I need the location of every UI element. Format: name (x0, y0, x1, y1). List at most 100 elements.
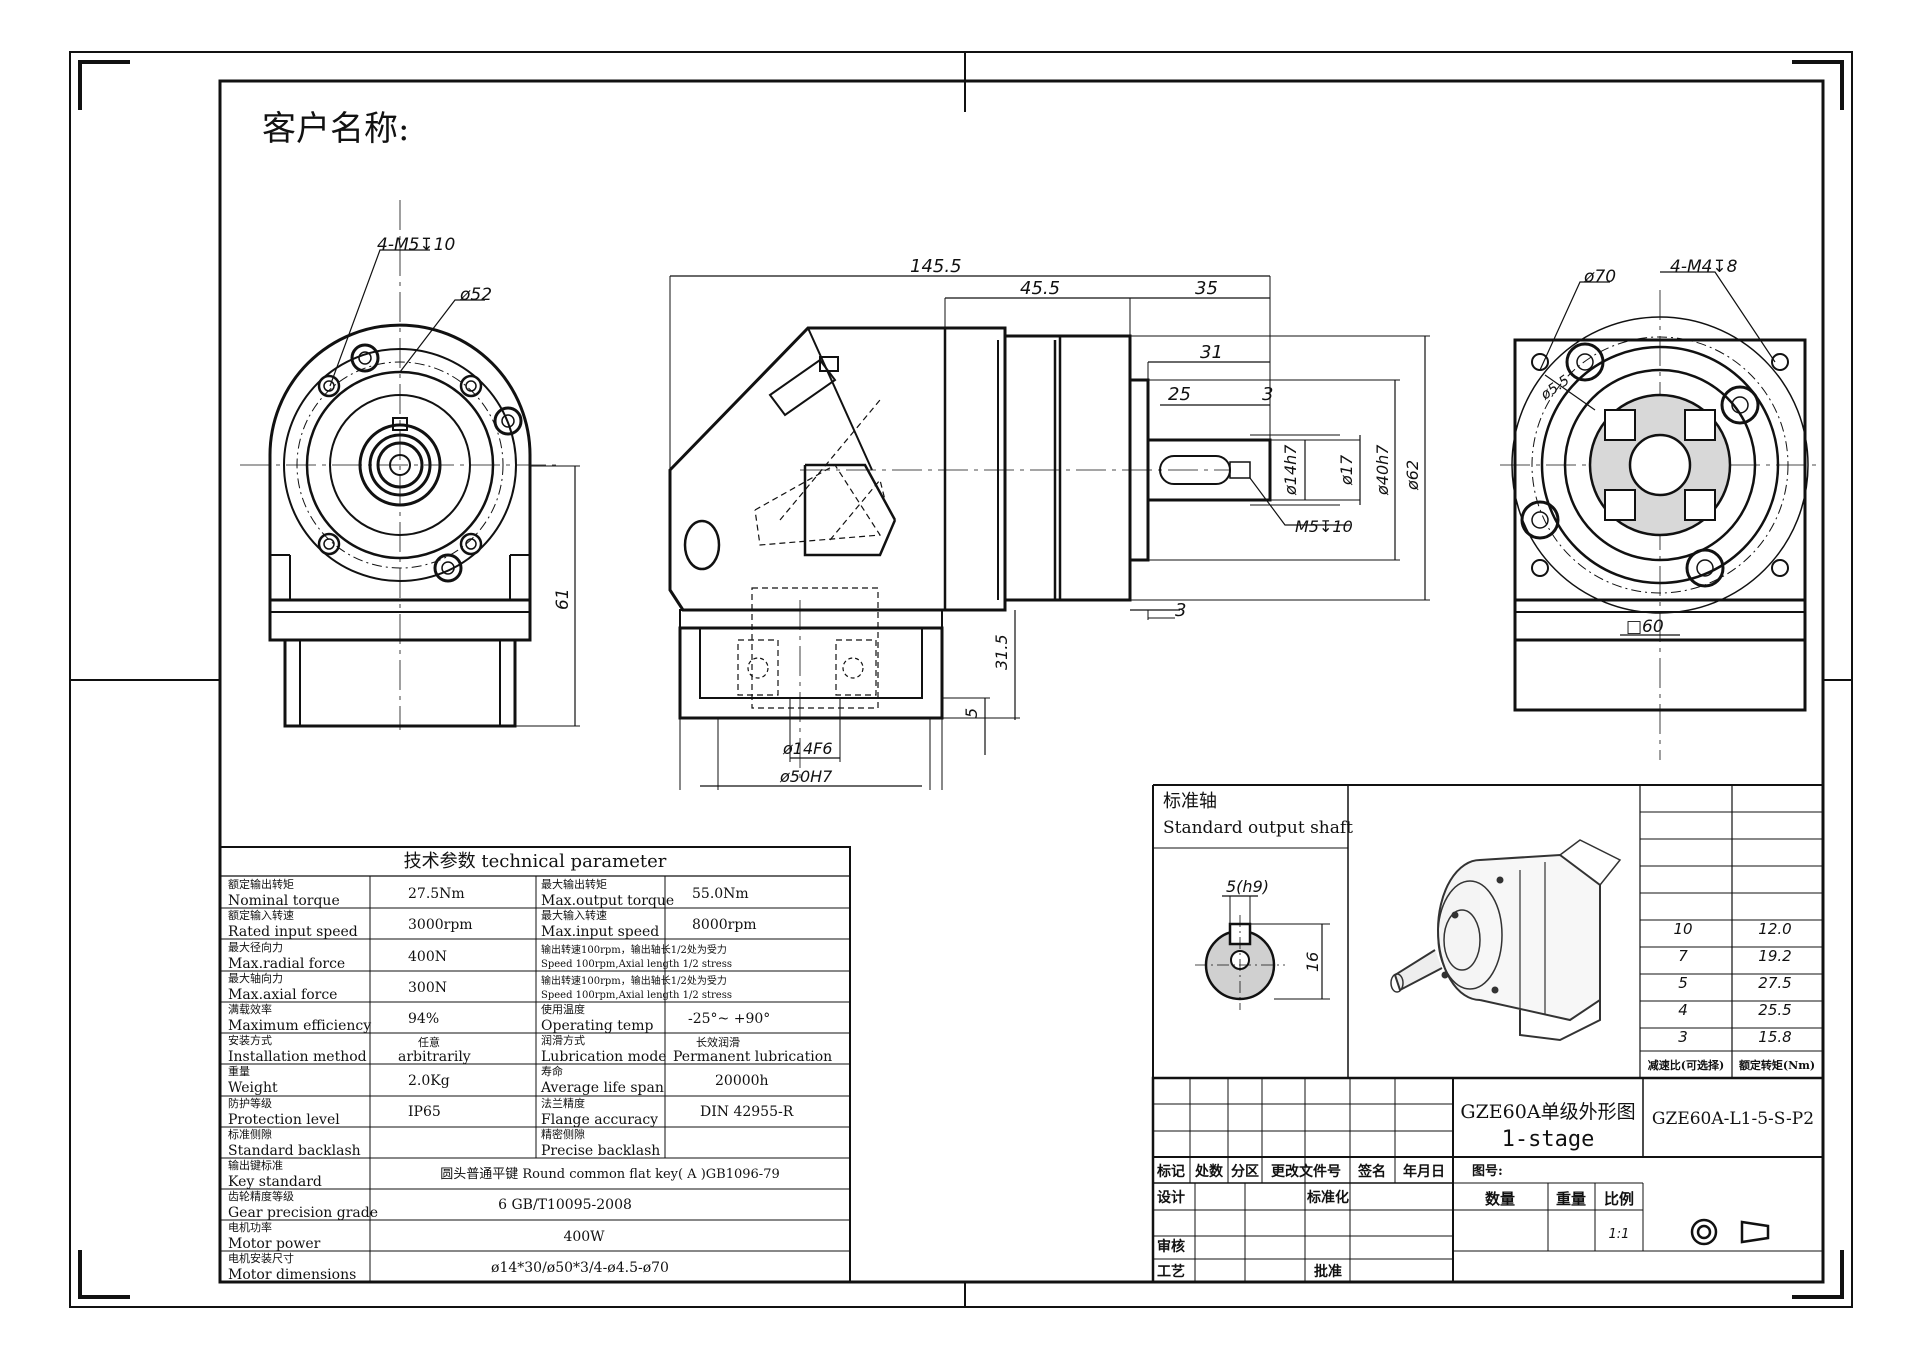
param-en: Nominal torque (228, 893, 340, 909)
pilot-40-label: ø40h7 (1373, 444, 1392, 496)
design-label: 设计 (1157, 1189, 1185, 1206)
param-value: ø14*30/ø50*3/4-ø4.5-ø70 (491, 1260, 669, 1276)
param-value: 94% (408, 1011, 439, 1027)
key-31-label: 31 (1200, 342, 1223, 363)
height-31-5-label: 31.5 (992, 634, 1011, 670)
input-14-label: ø14F6 (782, 739, 833, 758)
quantity-label: 数量 (1485, 1190, 1515, 1208)
param-cn: 润滑方式 (541, 1033, 585, 1047)
total-length-label: 145.5 (910, 256, 962, 277)
param-en: Precise backlash (541, 1143, 660, 1159)
header-sign: 签名 (1357, 1163, 1386, 1180)
param-value: 300N (408, 980, 447, 996)
ratio-value: 10 (1673, 920, 1692, 938)
figure-number-label: 图号: (1472, 1164, 1503, 1179)
ratio-value: 4 (1678, 1001, 1688, 1019)
param-value: Permanent lubrication (673, 1049, 832, 1065)
param-en: Key standard (228, 1174, 322, 1190)
rear-dia-label: ø5.5 (1537, 372, 1572, 403)
param-value: -25°~ +90° (688, 1011, 770, 1027)
shaft-17-label: ø17 (1337, 454, 1356, 486)
torque-header: 额定转矩(Nm) (1739, 1058, 1815, 1072)
param-en: Weight (228, 1080, 278, 1096)
shaft-title-en: Standard output shaft (1163, 818, 1353, 838)
header-docno: 更改文件号 (1271, 1163, 1341, 1180)
ratio-header: 减速比(可选择) (1648, 1058, 1724, 1072)
param-en: Motor power (228, 1236, 321, 1252)
tech-table-grid (219, 846, 851, 1283)
height-5-label: 5 (962, 708, 981, 718)
front-view (240, 200, 580, 730)
param-cn: 寿命 (541, 1064, 563, 1078)
scale-label: 比例 (1604, 1190, 1634, 1208)
param-value: 27.5Nm (408, 886, 465, 902)
torque-value: 19.2 (1758, 947, 1791, 965)
rear-square-label: □60 (1626, 617, 1664, 637)
param-cn: 使用温度 (541, 1002, 585, 1016)
param-cn: 最大输入转速 (541, 908, 607, 922)
body-length-label: 45.5 (1020, 278, 1060, 299)
param-en: Speed 100rpm,Axial length 1/2 stress (541, 990, 732, 1001)
header-mark: 标记 (1156, 1163, 1185, 1180)
shaft-tap-label: M5↧10 (1295, 517, 1353, 536)
param-value: 400N (408, 949, 447, 965)
param-value: 8000rpm (692, 917, 757, 933)
torque-value: 25.5 (1758, 1001, 1791, 1019)
param-en: Max.radial force (228, 956, 345, 972)
key-width-label: 5(h9) (1226, 877, 1269, 896)
gearbox-isometric (1390, 839, 1622, 1042)
shaft-length-label: 35 (1195, 278, 1218, 299)
header-zone: 分区 (1231, 1164, 1259, 1180)
key-25-label: 25 (1168, 384, 1191, 405)
torque-value: 27.5 (1758, 974, 1791, 992)
param-en: Lubrication mode (541, 1049, 667, 1065)
key-3-label: 3 (1262, 384, 1273, 405)
review-label: 审核 (1157, 1238, 1185, 1255)
param-en: Max.input speed (541, 924, 659, 940)
side-dimensions (669, 275, 1430, 790)
scale-value: 1:1 (1609, 1227, 1630, 1242)
param-value: 6 GB/T10095-2008 (498, 1197, 632, 1213)
param-cn: 最大径向力 (228, 940, 283, 954)
param-en: Rated input speed (228, 924, 358, 940)
front-holes-label: 4-M5↧10 (377, 235, 455, 255)
tech-rows: 额定输出转矩 Nominal torque 27.5Nm 最大输出转矩 Max.… (228, 877, 832, 1283)
param-cn: 输出转速100rpm，输出轴长1/2处为受力 (541, 974, 727, 987)
param-en: Operating temp (541, 1018, 653, 1034)
ratio-rows: 10 12.0 7 19.2 5 27.5 4 25.5 3 15.8 减速比(… (1648, 920, 1815, 1072)
customer-label: 客户名称: (262, 109, 409, 149)
projection-symbol-icon (1690, 1218, 1770, 1246)
process-label: 工艺 (1157, 1263, 1185, 1280)
param-value: DIN 42955-R (700, 1104, 794, 1120)
param-en: Installation method (228, 1049, 367, 1065)
key-height-label: 16 (1303, 952, 1322, 972)
param-en: Max.axial force (228, 987, 337, 1003)
shaft-title-cn: 标准轴 (1163, 791, 1217, 812)
param-cn: 电机功率 (228, 1220, 272, 1234)
sheet-frame (69, 51, 1853, 1308)
stage-label: 1-stage (1502, 1127, 1595, 1152)
param-cn: 满载效率 (228, 1002, 272, 1016)
torque-value: 15.8 (1758, 1028, 1791, 1046)
flange-3-label: 3 (1175, 600, 1186, 621)
side-view (668, 326, 1272, 780)
param-cn: 最大轴向力 (228, 971, 283, 985)
rear-holes-label: 4-M4↧8 (1670, 257, 1738, 277)
title-block-grid (1151, 1076, 1825, 1284)
param-value: 400W (563, 1229, 605, 1245)
param-cn: 法兰精度 (541, 1096, 585, 1110)
param-en: Protection level (228, 1112, 340, 1128)
ratio-value: 3 (1678, 1028, 1688, 1046)
param-cn: 额定输出转矩 (228, 877, 294, 891)
param-en: Speed 100rpm,Axial length 1/2 stress (541, 959, 732, 970)
param-cn: 标准侧隙 (228, 1127, 272, 1141)
param-cn: 输出转速100rpm，输出轴长1/2处为受力 (541, 943, 727, 956)
flange-62-label: ø62 (1403, 460, 1422, 491)
param-en: Maximum efficiency (228, 1018, 371, 1034)
param-en: Motor dimensions (228, 1267, 356, 1283)
param-value: 20000h (715, 1073, 769, 1089)
param-en: Flange accuracy (541, 1112, 658, 1128)
ratio-value: 5 (1678, 974, 1688, 992)
approve-label: 批准 (1314, 1263, 1342, 1280)
param-value: 任意 (418, 1035, 440, 1049)
